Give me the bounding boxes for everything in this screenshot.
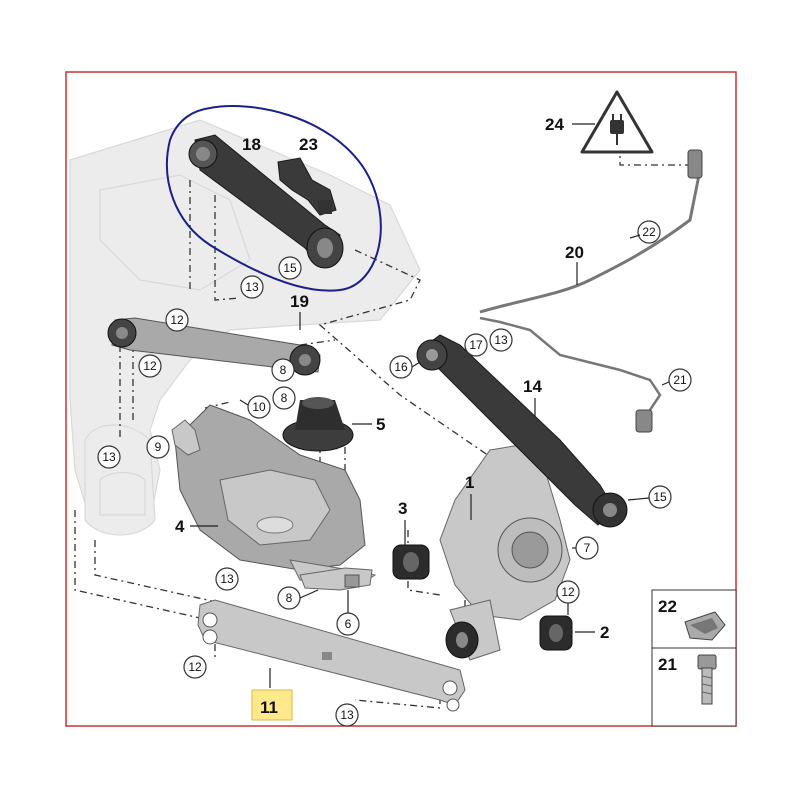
electrical-plug-icon	[610, 114, 624, 145]
callout-1: 1	[465, 473, 474, 492]
callout-9: 9	[146, 435, 170, 459]
callout-23: 23	[299, 135, 318, 154]
svg-text:13: 13	[340, 708, 354, 722]
callout-13-e: 13	[335, 703, 359, 727]
part-3-bushing[interactable]	[392, 544, 430, 580]
callout-15-upper: 15	[278, 256, 302, 280]
part-5-rubber-mount[interactable]	[282, 397, 354, 452]
svg-text:15: 15	[283, 261, 297, 275]
svg-text:6: 6	[345, 617, 352, 631]
legend-22-label: 22	[658, 597, 677, 616]
callout-8-b: 8	[272, 386, 296, 410]
callout-21: 21	[668, 368, 692, 392]
svg-text:17: 17	[469, 338, 483, 352]
svg-text:13: 13	[245, 280, 259, 294]
bushing-lower[interactable]	[445, 621, 479, 659]
circle-leaders	[239, 234, 670, 615]
callout-12-c: 12	[556, 580, 580, 604]
diagram-frame	[65, 71, 737, 727]
svg-text:12: 12	[188, 660, 202, 674]
svg-text:13: 13	[102, 450, 116, 464]
legend-21-bolt[interactable]: 21	[658, 654, 717, 705]
legend-21-label: 21	[658, 655, 677, 674]
callout-17: 17	[464, 333, 488, 357]
highlight-ring	[166, 105, 382, 292]
svg-text:10: 10	[252, 400, 266, 414]
callout-14: 14	[523, 377, 542, 396]
svg-text:15: 15	[653, 490, 667, 504]
callout-15-lower: 15	[648, 485, 672, 509]
callout-13-d: 13	[215, 567, 239, 591]
part-11-link[interactable]	[197, 599, 466, 712]
callout-3: 3	[398, 499, 407, 518]
callout-5: 5	[376, 415, 385, 434]
callout-19: 19	[290, 292, 309, 311]
svg-text:13: 13	[220, 572, 234, 586]
svg-text:9: 9	[155, 440, 162, 454]
callout-11: 11	[260, 698, 278, 717]
svg-text:7: 7	[584, 541, 591, 555]
callout-13-a: 13	[240, 275, 264, 299]
part-20-sensor-cable[interactable]	[479, 149, 703, 433]
callout-12-a: 12	[165, 308, 189, 332]
part-19-control-arm[interactable]	[107, 317, 321, 376]
svg-text:21: 21	[673, 373, 687, 387]
callout-16: 16	[389, 355, 413, 379]
callout-13-b: 13	[97, 445, 121, 469]
part-9-bracket[interactable]	[171, 419, 201, 456]
part-23-bracket[interactable]	[277, 157, 337, 216]
callout-6: 6	[336, 612, 360, 636]
callout-4: 4	[175, 517, 185, 536]
callout-18: 18	[242, 135, 261, 154]
svg-text:13: 13	[494, 333, 508, 347]
legend-box	[651, 589, 737, 727]
legend-22-clip[interactable]: 22	[658, 597, 726, 641]
svg-text:8: 8	[280, 363, 287, 377]
callout-8-c: 8	[277, 586, 301, 610]
part-6-bracket[interactable]	[299, 567, 373, 591]
svg-text:8: 8	[286, 591, 293, 605]
part-14-trailing-arm[interactable]	[416, 334, 628, 528]
callout-7: 7	[575, 536, 599, 560]
callout-2: 2	[600, 623, 609, 642]
part-18-control-arm[interactable]	[188, 134, 344, 269]
svg-text:22: 22	[642, 225, 656, 239]
callout-8-a: 8	[271, 358, 295, 382]
svg-text:8: 8	[281, 391, 288, 405]
callout-10: 10	[247, 395, 271, 419]
part-2-bushing[interactable]	[539, 615, 573, 651]
svg-text:12: 12	[170, 313, 184, 327]
callout-labels: 18 23 19 24 20 14 5 1 3 4 2 11 22 21	[175, 115, 609, 717]
callout-24: 24	[545, 115, 564, 134]
callout-12-b: 12	[138, 354, 162, 378]
callout-13-c: 13	[489, 328, 513, 352]
callout-12-d: 12	[183, 655, 207, 679]
callout-20: 20	[565, 243, 584, 262]
leader-lines	[190, 123, 595, 688]
highlight-box-11	[251, 689, 293, 721]
svg-text:16: 16	[394, 360, 408, 374]
svg-text:12: 12	[143, 359, 157, 373]
subframe-ghost	[69, 119, 421, 536]
svg-text:12: 12	[561, 585, 575, 599]
callout-22: 22	[637, 220, 661, 244]
